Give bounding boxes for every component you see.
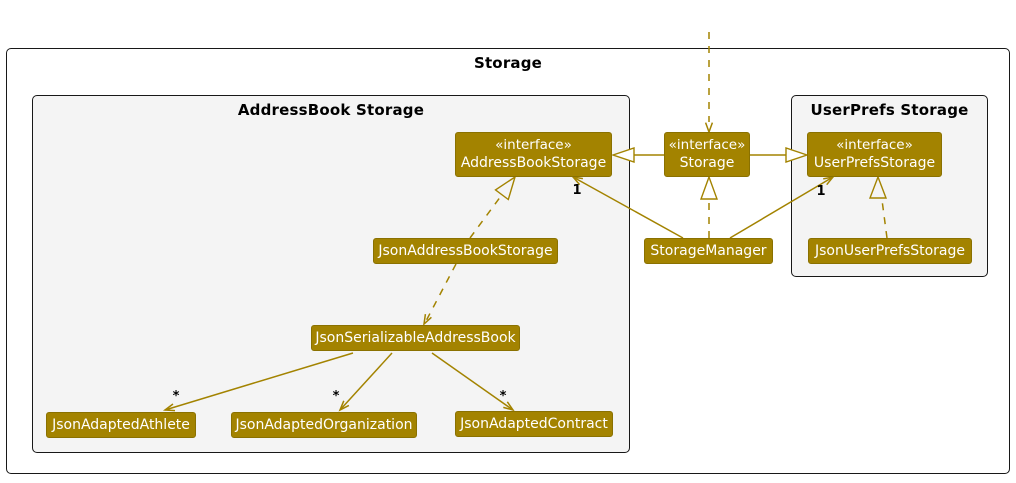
class-jsonserializableaddressbook: JsonSerializableAddressBook [311,325,520,351]
jsonadaptedathlete-name: JsonAdaptedAthlete [52,416,190,433]
class-jsonadaptedathlete: JsonAdaptedAthlete [46,412,196,438]
storagemanager-name: StorageManager [650,242,767,259]
class-interface-addressbookstorage: «interface» AddressBookStorage [455,132,612,177]
jsonaddressbookstorage-name: JsonAddressBookStorage [378,242,553,259]
class-jsonuserprefsstorage: JsonUserPrefsStorage [808,238,972,264]
userprefsstorage-name: UserPrefsStorage [813,155,936,172]
class-storagemanager: StorageManager [644,238,773,264]
package-addressbook-storage-title: AddressBook Storage [237,101,425,119]
jsonadaptedcontract-name: JsonAdaptedContract [460,415,608,432]
package-storage-title: Storage [473,54,543,72]
multiplicity-serializable-contract: * [499,389,507,404]
storage-stereotype: «interface» [668,136,746,153]
storage-name: Storage [679,155,735,172]
jsonserializableaddressbook-name: JsonSerializableAddressBook [315,329,516,346]
jsonadaptedorganization-name: JsonAdaptedOrganization [235,416,413,433]
addressbookstorage-name: AddressBookStorage [460,155,607,172]
multiplicity-storagemanager-userprefsstorage: 1 [816,184,826,199]
class-jsonaddressbookstorage: JsonAddressBookStorage [373,238,558,264]
addressbookstorage-stereotype: «interface» [495,136,572,153]
userprefsstorage-stereotype: «interface» [836,136,913,153]
package-userprefs-storage-title: UserPrefs Storage [810,101,969,119]
multiplicity-serializable-organization: * [332,389,340,404]
multiplicity-storagemanager-addressbookstorage: 1 [572,183,582,198]
class-jsonadaptedcontract: JsonAdaptedContract [455,411,613,437]
class-jsonadaptedorganization: JsonAdaptedOrganization [231,412,417,438]
class-interface-storage: «interface» Storage [664,132,750,177]
class-interface-userprefsstorage: «interface» UserPrefsStorage [807,132,942,177]
jsonuserprefsstorage-name: JsonUserPrefsStorage [814,242,966,259]
multiplicity-serializable-athlete: * [172,389,180,404]
